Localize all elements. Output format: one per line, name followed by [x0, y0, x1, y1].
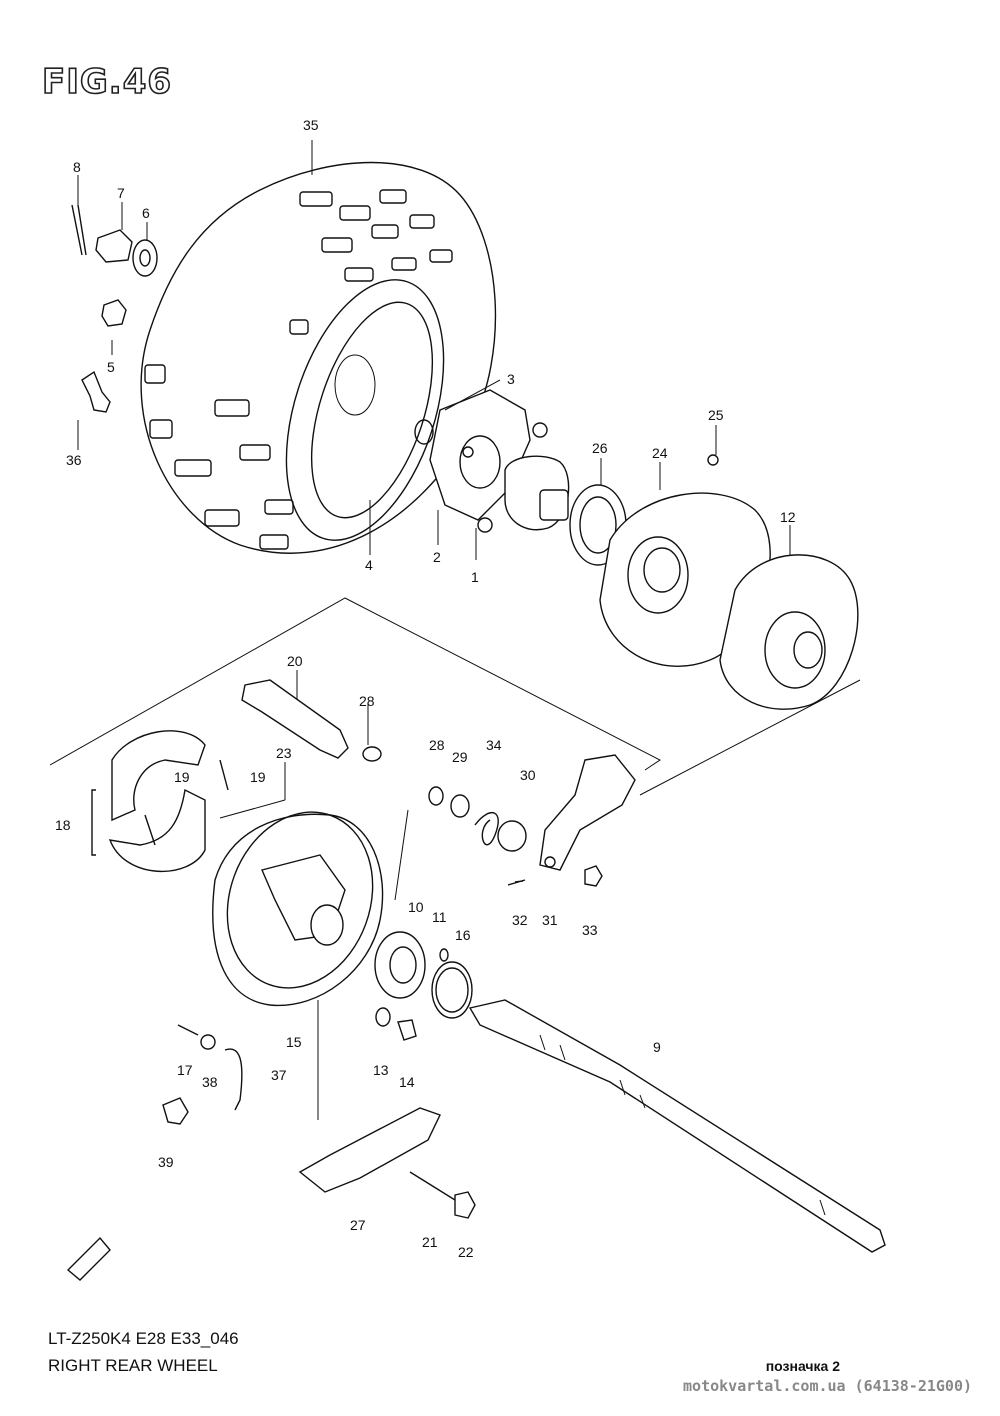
callout-5: 5	[107, 359, 115, 375]
callout-20: 20	[287, 653, 303, 669]
callout-17: 17	[177, 1062, 193, 1078]
callout-1: 1	[471, 569, 479, 585]
hub-assembly	[414, 389, 570, 533]
callout-29: 29	[452, 749, 468, 765]
callout-25: 25	[708, 407, 724, 423]
callout-4: 4	[365, 557, 373, 573]
callout-15: 15	[286, 1034, 302, 1050]
callout-36: 36	[66, 452, 82, 468]
callout-35: 35	[303, 117, 319, 133]
callout-7: 7	[117, 185, 125, 201]
callout-2: 2	[433, 549, 441, 565]
callout-3: 3	[507, 371, 515, 387]
callout-22: 22	[458, 1244, 474, 1260]
bearing-set-drawing	[374, 931, 473, 1019]
axle-drawing	[468, 999, 886, 1253]
brake-shoes-drawing	[91, 730, 229, 872]
brake-arm-drawing	[507, 754, 636, 887]
leader-lines	[77, 140, 791, 1120]
callout-27: 27	[350, 1217, 366, 1233]
tire-drawing	[140, 161, 497, 554]
footer-mark: позначка 2	[765, 1358, 840, 1374]
callout-12: 12	[780, 509, 796, 525]
callout-37: 37	[271, 1067, 287, 1083]
callout-33: 33	[582, 922, 598, 938]
callout-19-right: 19	[250, 769, 266, 785]
callout-9: 9	[653, 1039, 661, 1055]
section-title: RIGHT REAR WHEEL	[48, 1356, 218, 1375]
callout-24: 24	[652, 445, 668, 461]
callout-38: 38	[202, 1074, 218, 1090]
callout-21: 21	[422, 1234, 438, 1250]
figure-label: FIG.46	[41, 61, 173, 103]
callout-6: 6	[142, 205, 150, 221]
assembly-frame-lines	[49, 597, 861, 819]
callout-31: 31	[542, 912, 558, 928]
callout-10: 10	[408, 899, 424, 915]
callout-19-left: 19	[174, 769, 190, 785]
callout-28-upper: 28	[359, 693, 375, 709]
cam-shaft-drawing	[241, 679, 382, 762]
callout-18: 18	[55, 817, 71, 833]
callout-39: 39	[158, 1154, 174, 1170]
watermark: motokvartal.com.ua (64138-21G00)	[683, 1377, 972, 1395]
callout-23: 23	[276, 745, 292, 761]
model-code: LT-Z250K4 E28 E33_046	[48, 1329, 239, 1348]
callout-labels: 35 8 7 6 5 36 3 25 26 24 12 4 2 1 20 28 …	[55, 117, 796, 1260]
spring-washers-drawing	[428, 786, 527, 852]
callout-14: 14	[399, 1074, 415, 1090]
direction-arrow	[66, 1236, 111, 1281]
callout-34: 34	[486, 737, 502, 753]
small-hardware-top-left	[71, 204, 158, 413]
callout-26: 26	[592, 440, 608, 456]
brake-panel-drawing	[212, 811, 384, 1007]
small-hardware-bottom	[162, 1007, 476, 1219]
callout-13: 13	[373, 1062, 389, 1078]
callout-16: 16	[455, 927, 471, 943]
callout-32: 32	[512, 912, 528, 928]
callout-28-lower: 28	[429, 737, 445, 753]
callout-11: 11	[432, 909, 447, 925]
callout-30: 30	[520, 767, 536, 783]
callout-8: 8	[73, 159, 81, 175]
brake-drum-drawing	[719, 554, 859, 710]
